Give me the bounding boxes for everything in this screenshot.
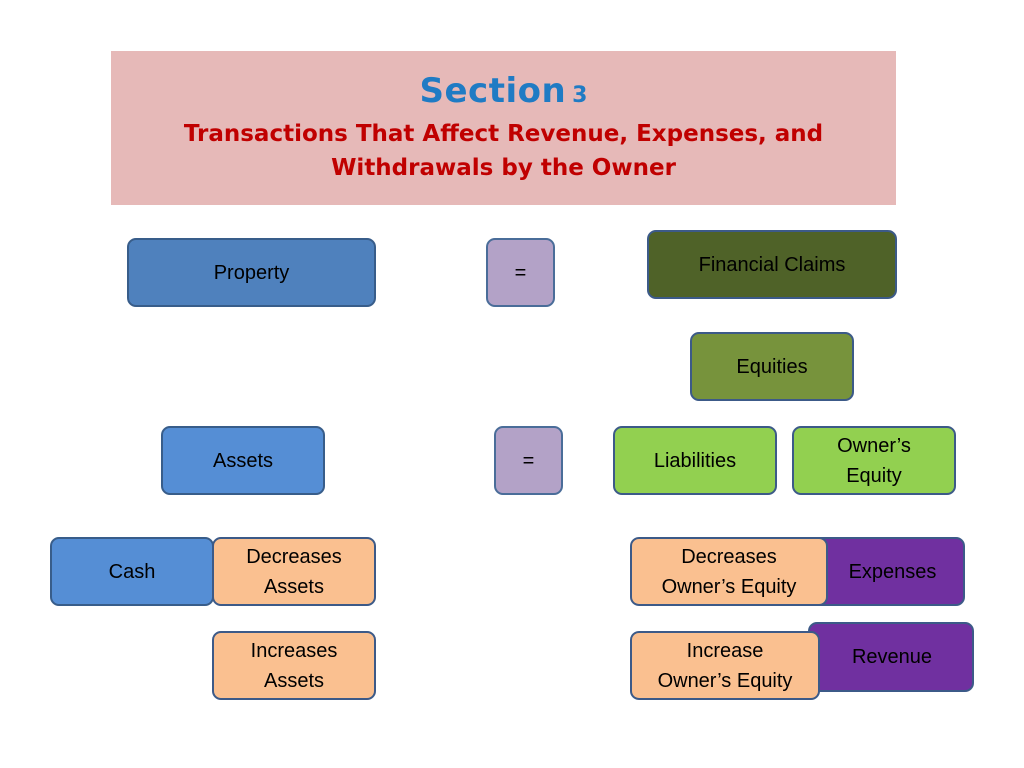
- equals-box-top: =: [486, 238, 555, 307]
- subtitle-line-2: Withdrawals by the Owner: [331, 155, 676, 181]
- equities-box: Equities: [690, 332, 854, 401]
- increases-assets-box: Increases Assets: [212, 631, 376, 700]
- increase-owners-equity-box: Increase Owner’s Equity: [630, 631, 820, 700]
- revenue-box: Revenue: [808, 622, 974, 692]
- assets-box: Assets: [161, 426, 325, 495]
- financial-claims-box: Financial Claims: [647, 230, 897, 299]
- section-number: 3: [572, 83, 588, 108]
- cash-box: Cash: [50, 537, 214, 606]
- property-box: Property: [127, 238, 376, 307]
- subtitle-line-1: Transactions That Affect Revenue, Expens…: [183, 121, 824, 147]
- section-word: Section: [419, 71, 567, 111]
- section-subtitle: Transactions That Affect Revenue, Expens…: [111, 117, 896, 185]
- decreases-assets-box: Decreases Assets: [212, 537, 376, 606]
- decreases-owners-equity-box: Decreases Owner’s Equity: [630, 537, 828, 606]
- owners-equity-box: Owner’s Equity: [792, 426, 956, 495]
- equals-box-middle: =: [494, 426, 563, 495]
- liabilities-box: Liabilities: [613, 426, 777, 495]
